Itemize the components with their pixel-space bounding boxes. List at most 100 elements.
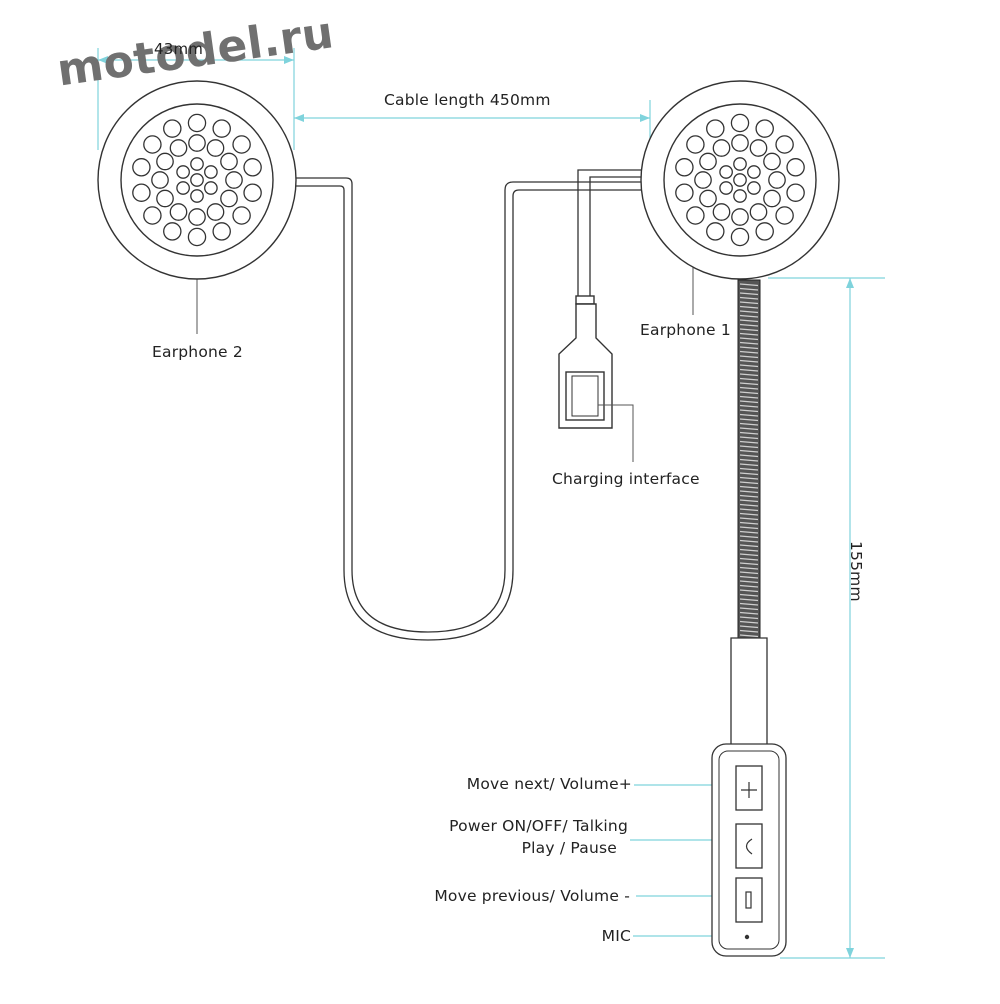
earphone-2-hole — [187, 227, 207, 247]
cable-charge-outer — [577, 169, 656, 298]
earphone-2-hole — [190, 173, 204, 187]
gooseneck-rib — [739, 476, 759, 480]
earphone-1-hole — [719, 181, 733, 195]
earphone-1-hole — [686, 135, 705, 154]
earphone-1-hole — [763, 152, 781, 171]
leader-charging — [598, 404, 634, 462]
move-next-label: Move next/ Volume+ — [466, 775, 632, 793]
gooseneck-rib — [739, 553, 759, 557]
arrow-w-right — [284, 56, 294, 64]
earphone-2-hole — [132, 183, 151, 202]
gooseneck-rib — [739, 319, 759, 323]
earphone-2-hole — [212, 119, 231, 138]
earphone-2-hole — [143, 135, 162, 154]
earphone-1-hole — [747, 165, 761, 179]
gooseneck-rib — [739, 508, 759, 512]
earphone-2-label: Earphone 2 — [152, 343, 243, 361]
earphone-2-hole — [156, 152, 174, 171]
earphone-2-hole — [169, 139, 188, 157]
earphone-1-hole — [775, 135, 794, 154]
earphone-1-hole — [768, 171, 786, 189]
earphone-2-hole — [163, 222, 182, 241]
gooseneck-rib — [739, 535, 759, 539]
gooseneck-rib — [739, 530, 759, 534]
arrow-c-right — [640, 114, 650, 122]
earphone-1-hole — [786, 158, 805, 177]
gooseneck-rib — [739, 287, 759, 291]
earphone-2-hole — [187, 113, 207, 133]
gooseneck-rib — [739, 346, 759, 350]
gooseneck-ribs — [739, 283, 759, 638]
gooseneck-rib — [739, 562, 759, 566]
earphone-1-hole — [749, 139, 768, 157]
gooseneck-rib — [739, 485, 759, 489]
gooseneck-rib — [739, 454, 759, 458]
gooseneck-rib — [739, 310, 759, 314]
connector-collar — [575, 295, 595, 305]
gooseneck-rib — [739, 607, 759, 611]
gooseneck-rib — [739, 355, 759, 359]
cable-main-outer — [295, 177, 656, 633]
earphone-1-hole — [730, 227, 750, 247]
gooseneck-rib — [739, 409, 759, 413]
earphone-2-hole — [220, 152, 238, 171]
earphone-1-hole — [755, 222, 774, 241]
gooseneck-rib — [739, 341, 759, 345]
gooseneck-rib — [739, 526, 759, 530]
power-label-line1: Power ON/OFF/ Talking — [449, 817, 628, 835]
gooseneck-rib — [739, 548, 759, 552]
gooseneck-rib — [739, 323, 759, 327]
earphone-2-hole — [156, 189, 174, 208]
gooseneck-rib — [739, 314, 759, 318]
gooseneck-rib — [739, 571, 759, 575]
gooseneck-rib — [739, 350, 759, 354]
arrow-h-top — [846, 278, 854, 288]
earphone-1-hole — [786, 183, 805, 202]
gooseneck-rib — [739, 494, 759, 498]
earphone-1-hole — [749, 203, 768, 221]
earphone-2-hole — [204, 165, 218, 179]
gooseneck-rib — [739, 440, 759, 444]
cables — [295, 169, 656, 641]
gooseneck-rib — [739, 575, 759, 579]
earphone-1-hole — [706, 119, 725, 138]
earphone-2-hole — [206, 139, 225, 157]
gooseneck-rib — [739, 332, 759, 336]
gooseneck-rib — [739, 611, 759, 615]
earphone-1-hole — [733, 189, 747, 203]
gooseneck-rib — [739, 418, 759, 422]
gooseneck-rib — [739, 391, 759, 395]
gooseneck-rib — [739, 472, 759, 476]
mic-label: MIC — [601, 927, 631, 945]
earphone-1-hole — [775, 206, 794, 225]
gooseneck-rib — [739, 616, 759, 620]
button-power[interactable] — [735, 823, 763, 869]
earphone-2-hole — [232, 206, 251, 225]
gooseneck-rib — [739, 629, 759, 633]
gooseneck-rib — [739, 634, 759, 638]
gooseneck-rib — [739, 292, 759, 296]
gooseneck-rib — [739, 467, 759, 471]
earphone-2-hole — [188, 208, 206, 226]
earphone-2-hole — [190, 157, 204, 171]
button-volume-down[interactable] — [735, 877, 763, 923]
earphone-2-hole — [169, 203, 188, 221]
earphone-1-hole — [755, 119, 774, 138]
earphone-2-hole — [143, 206, 162, 225]
earphone-1-hole — [699, 152, 717, 171]
gooseneck-rib — [739, 386, 759, 390]
earphone-2-hole — [220, 189, 238, 208]
minus-icon — [745, 891, 752, 909]
earphone-1-hole — [731, 208, 749, 226]
gooseneck-rib — [739, 400, 759, 404]
gooseneck-rib — [739, 544, 759, 548]
earphone-1-hole — [675, 183, 694, 202]
gooseneck-rib — [739, 490, 759, 494]
earphone-1-label: Earphone 1 — [640, 321, 731, 339]
gooseneck-rib — [739, 427, 759, 431]
connector-plug-inner — [571, 375, 599, 417]
gooseneck-rib — [739, 377, 759, 381]
earphone-1-hole — [730, 113, 750, 133]
earphone-1-hole — [694, 171, 712, 189]
